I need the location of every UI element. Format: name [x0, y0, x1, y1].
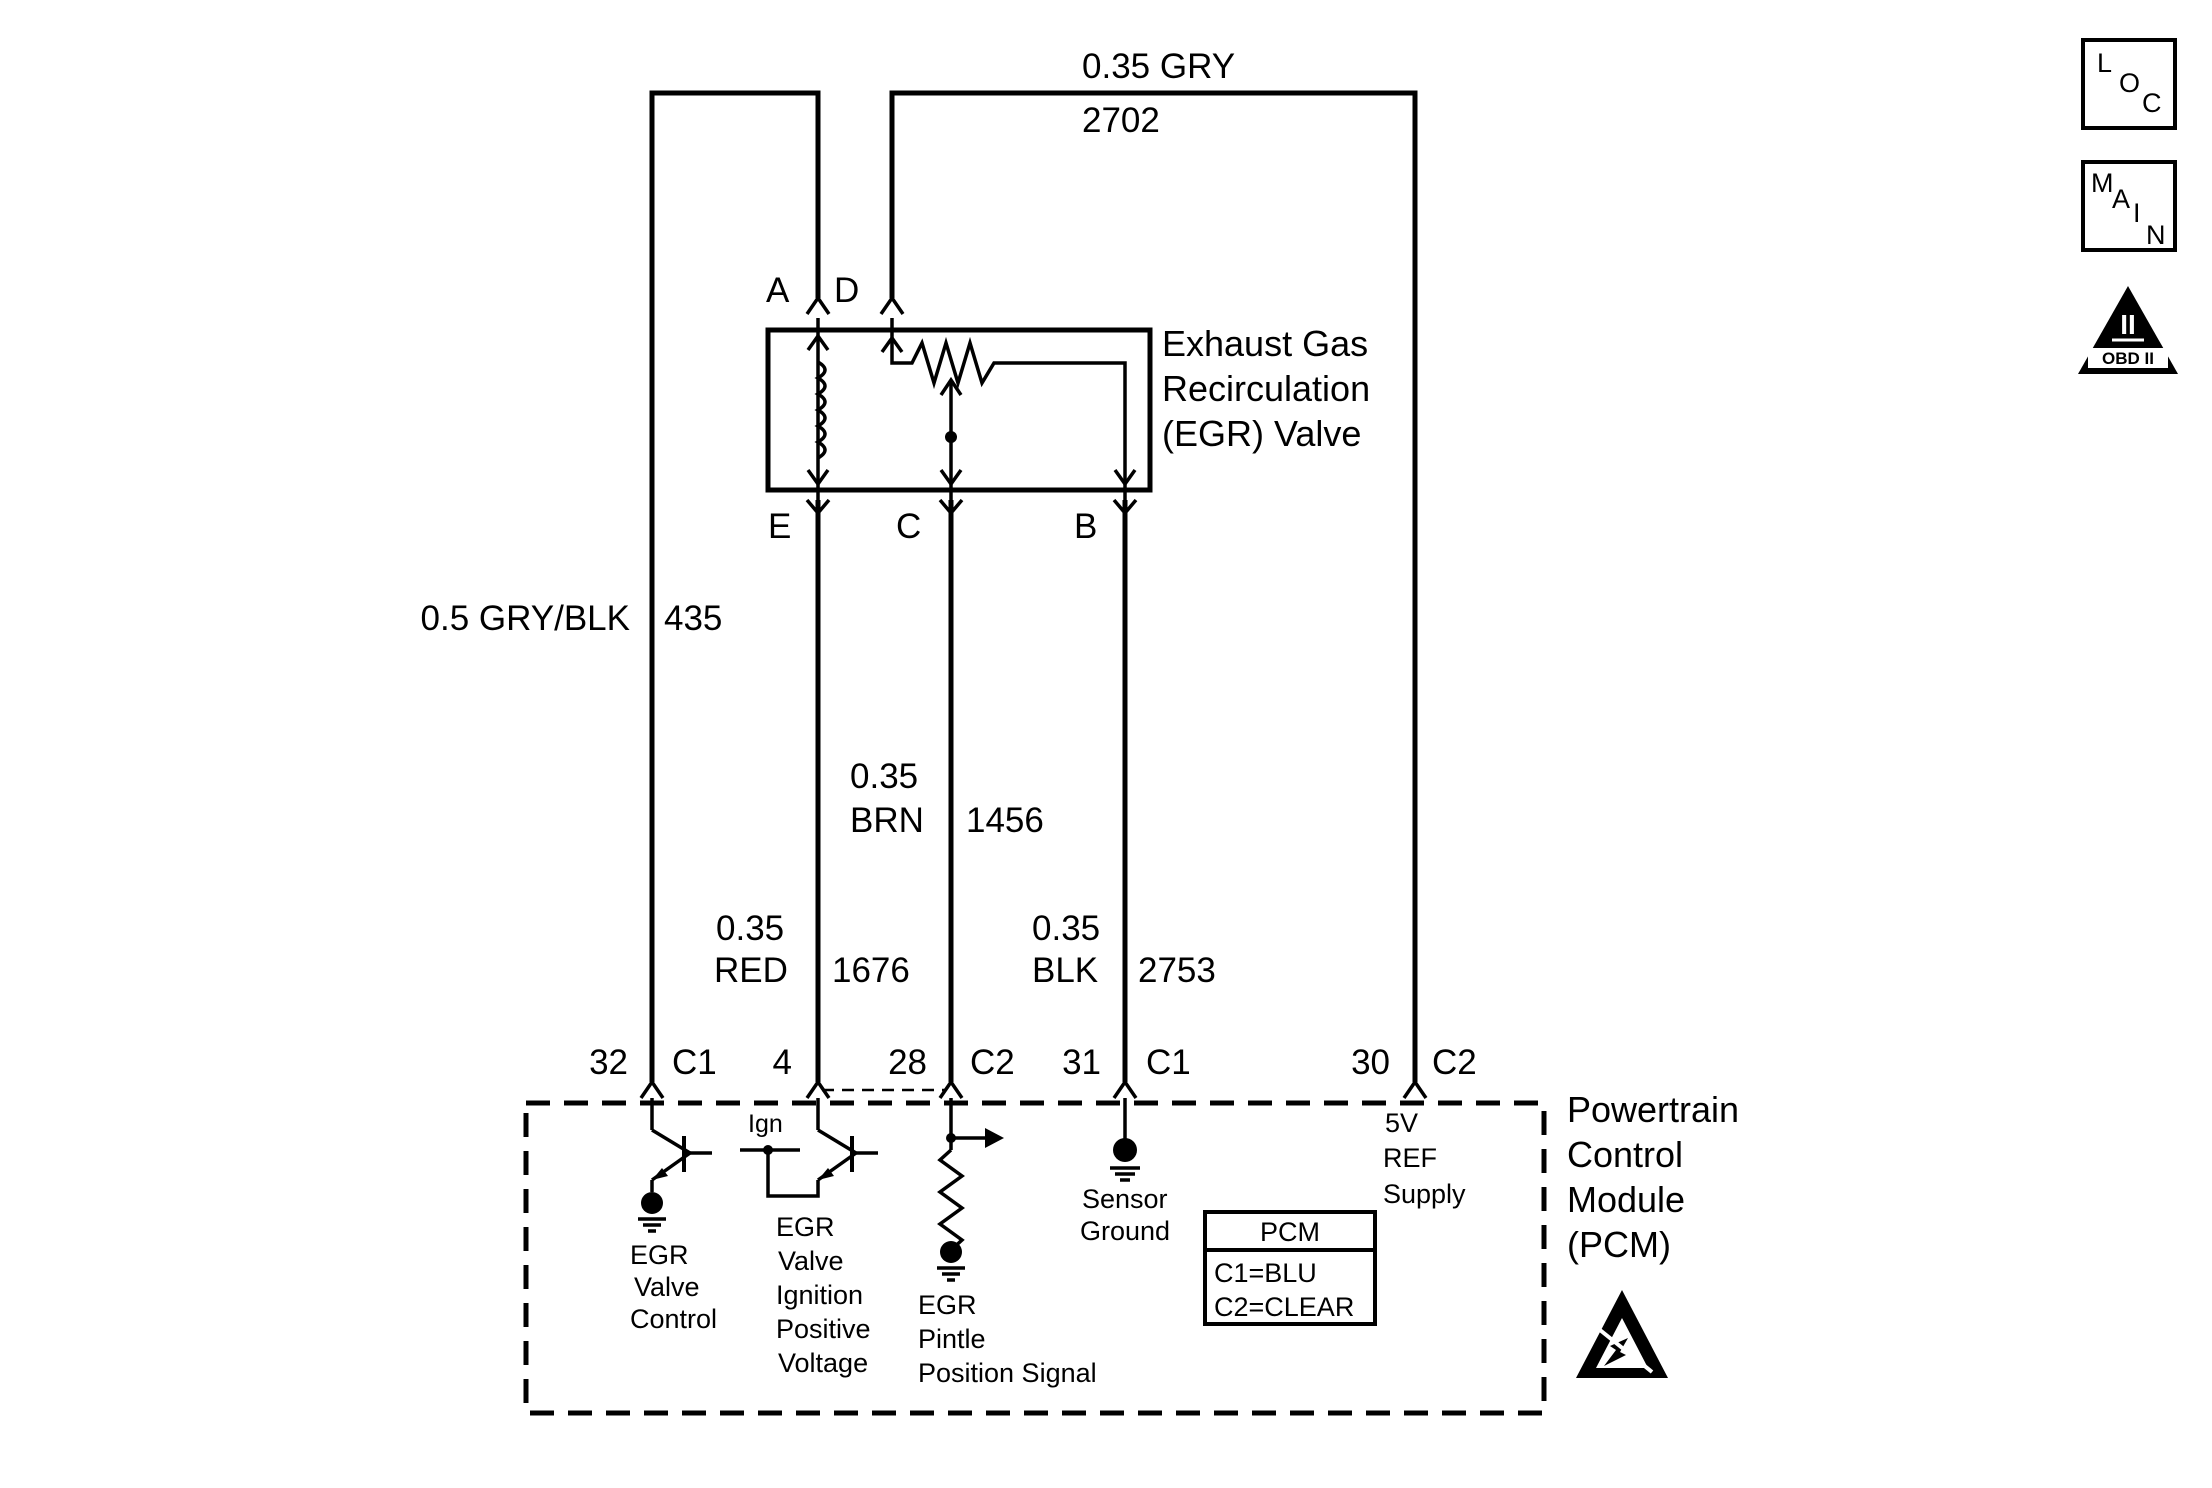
pin-32-connector: C1: [672, 1043, 717, 1082]
position-sensor-potentiometer-icon: [880, 318, 1137, 500]
egr-ignition-label-4: Positive: [776, 1314, 871, 1344]
wire-blk-color: BLK: [1032, 951, 1098, 990]
sensor-ground-label-1: Sensor: [1082, 1184, 1168, 1214]
side-icons: L O C M A I N II OBD II: [2078, 38, 2178, 374]
pin-30-connector: C2: [1432, 1043, 1477, 1082]
sensor-ground-icon: [1110, 1098, 1140, 1182]
wire-labels: 0.35 GRY 2702 0.5 GRY/BLK 435 0.35 BRN 1…: [421, 47, 1236, 990]
legend-c2: C2=CLEAR: [1214, 1292, 1354, 1322]
ign-label: Ign: [748, 1110, 783, 1138]
svg-text:M: M: [2091, 168, 2114, 198]
wire-blk-gauge: 0.35: [1032, 909, 1100, 948]
egr-ignition-label-5: Voltage: [778, 1348, 868, 1378]
pcm-pin-labels: 32 C1 4 28 C2 31 C1 30 C2: [589, 1043, 1477, 1082]
wire-blk-circuit: 2753: [1138, 951, 1216, 990]
egr-valve-title-line3: (EGR) Valve: [1162, 413, 1361, 454]
pcm-boundary-dashed: [523, 1100, 1547, 1416]
pcm-connector-legend: PCM C1=BLU C2=CLEAR: [1203, 1210, 1377, 1326]
egr-ignition-label-3: Ignition: [776, 1280, 863, 1310]
pin-31-connector: C1: [1146, 1043, 1191, 1082]
egr-valve-title-line1: Exhaust Gas: [1162, 323, 1368, 364]
egr-pintle-resistor-icon: [937, 1098, 1004, 1282]
egr-pintle-label-3: Position Signal: [918, 1358, 1097, 1388]
terminal-e-label: E: [768, 507, 791, 546]
pin-28-label: 28: [888, 1043, 927, 1082]
wire-red-gauge: 0.35: [716, 909, 784, 948]
egr-control-transistor-icon: [638, 1098, 712, 1233]
main-icon[interactable]: M A I N: [2081, 160, 2177, 252]
svg-text:L: L: [2097, 48, 2112, 78]
esd-warning-icon: [1576, 1290, 1668, 1378]
sensor-ground-label-2: Ground: [1080, 1216, 1170, 1246]
egr-control-label-2: Valve: [634, 1272, 700, 1302]
egr-valve: A D E C B Exhaust Gas Recirculation (EGR…: [765, 271, 1370, 546]
egr-control-label-3: Control: [630, 1304, 717, 1334]
wire-red-circuit: 1676: [832, 951, 910, 990]
wire-left-circuit: 435: [664, 599, 722, 638]
egr-valve-title-line2: Recirculation: [1162, 368, 1370, 409]
svg-text:N: N: [2146, 220, 2166, 250]
egr-pintle-label-1: EGR: [918, 1290, 977, 1320]
terminal-a-label: A: [766, 271, 790, 310]
terminal-c-label: C: [896, 507, 921, 546]
svg-text:I: I: [2133, 198, 2141, 228]
pin-30-label: 30: [1351, 1043, 1390, 1082]
egr-ignition-label-1: EGR: [776, 1212, 835, 1242]
pin-4-mark: [805, 1078, 831, 1099]
pcm-title-line4: (PCM): [1567, 1224, 1671, 1265]
pin-31-mark: [1112, 1078, 1138, 1099]
ref-supply-label-2: REF: [1383, 1143, 1437, 1173]
pcm-module: EGR Valve Control Ign EGR Valve Ignition…: [523, 1089, 1739, 1416]
pin-28-connector: C2: [970, 1043, 1015, 1082]
obd-ii-icon[interactable]: II OBD II: [2078, 286, 2178, 374]
wire-mid-circuit: 1456: [966, 801, 1044, 840]
pin-28-mark: [938, 1078, 964, 1099]
wire-top-color: 0.35 GRY: [1082, 47, 1235, 86]
terminal-b-mark: [1112, 498, 1138, 516]
solenoid-coil-icon: [806, 318, 830, 500]
pcm-title-line3: Module: [1567, 1179, 1685, 1220]
terminal-b-label: B: [1074, 507, 1097, 546]
wire-2702: [889, 90, 1418, 1082]
wire-red-color: RED: [714, 951, 788, 990]
connector-terminals: [639, 294, 1428, 1099]
pin-30-mark: [1402, 1078, 1428, 1099]
svg-text:C: C: [2142, 88, 2162, 118]
svg-text:OBD II: OBD II: [2102, 349, 2154, 368]
svg-text:A: A: [2112, 184, 2130, 214]
wire-mid-gauge: 0.35: [850, 757, 918, 796]
pin-32-mark: [639, 1078, 665, 1099]
ref-supply-label-3: Supply: [1383, 1179, 1466, 1209]
egr-pintle-label-2: Pintle: [918, 1324, 986, 1354]
wire-top-circuit: 2702: [1082, 101, 1160, 140]
pcm-title-line1: Powertrain: [1567, 1089, 1739, 1130]
svg-text:O: O: [2119, 68, 2140, 98]
egr-ignition-label-2: Valve: [778, 1246, 844, 1276]
egr-ignition-transistor-icon: [740, 1098, 878, 1198]
svg-text:II: II: [2120, 309, 2136, 340]
pin-31-label: 31: [1062, 1043, 1101, 1082]
terminal-c-mark: [938, 498, 964, 516]
pcm-title-line2: Control: [1567, 1134, 1683, 1175]
legend-title: PCM: [1260, 1217, 1320, 1247]
pin-4-label: 4: [773, 1043, 792, 1082]
pin-32-label: 32: [589, 1043, 628, 1082]
terminal-d-label: D: [834, 271, 859, 310]
wire-mid-color: BRN: [850, 801, 924, 840]
wires: [649, 90, 1418, 1092]
egr-valve-box: [765, 327, 1153, 493]
terminal-d-mark: [879, 294, 905, 315]
ref-supply-label-1: 5V: [1385, 1108, 1418, 1138]
loc-icon[interactable]: L O C: [2081, 38, 2177, 130]
terminal-a-mark: [805, 294, 831, 315]
legend-c1: C1=BLU: [1214, 1258, 1317, 1288]
egr-control-label-1: EGR: [630, 1240, 689, 1270]
terminal-e-mark: [805, 498, 831, 516]
wire-435: [649, 90, 821, 1082]
wire-left-color: 0.5 GRY/BLK: [421, 599, 630, 638]
